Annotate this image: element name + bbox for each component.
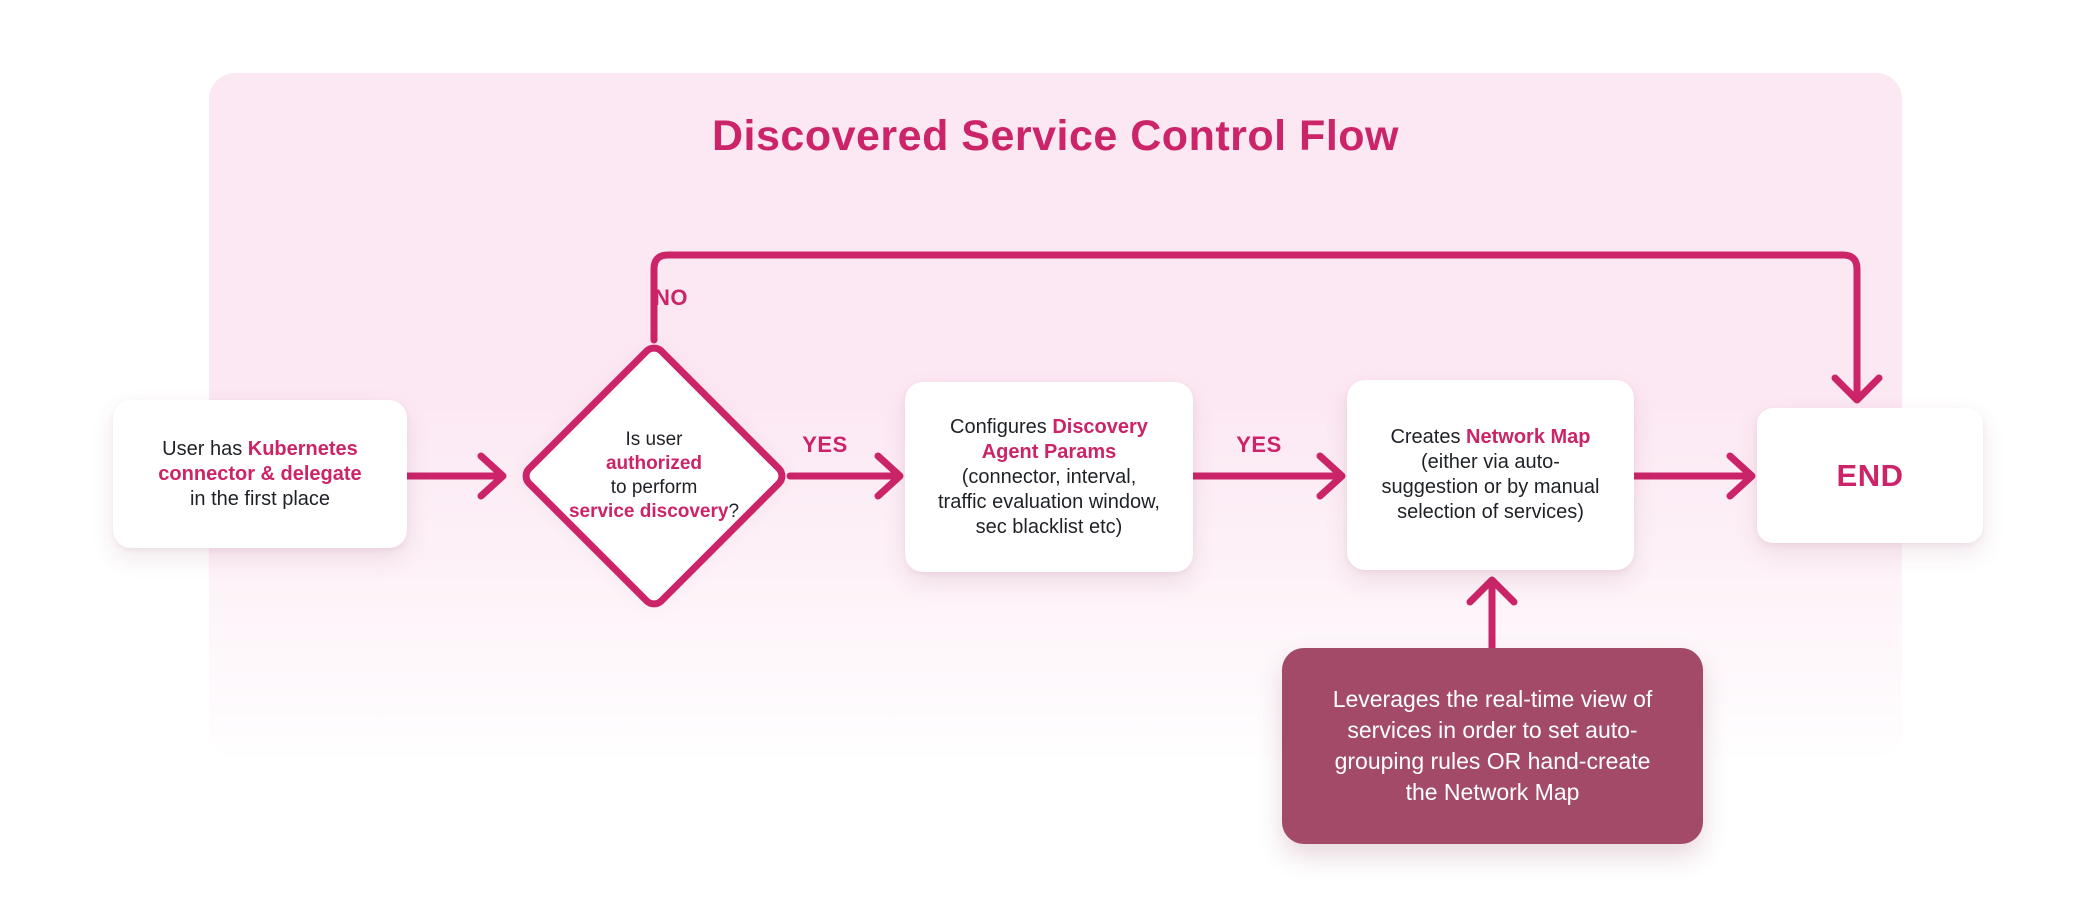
node-end: END — [1757, 408, 1983, 543]
node-create-network-map: Creates Network Map(either via auto-sugg… — [1347, 380, 1634, 570]
label-yes-1: YES — [802, 432, 848, 457]
arrow-no-loop-to-end — [650, 251, 1883, 404]
arrow-note-to-create — [1466, 576, 1518, 652]
arrow-start-to-decision — [403, 452, 507, 500]
arrow-decision-to-configure — [786, 452, 904, 500]
diagram-title: Discovered Service Control Flow — [712, 112, 1399, 160]
arrow-configure-to-create — [1189, 452, 1346, 500]
node-end-label: END — [1836, 458, 1904, 493]
label-yes-2: YES — [1236, 432, 1282, 457]
node-create-text: Creates Network Map(either via auto-sugg… — [1381, 426, 1600, 523]
label-no: NO — [654, 285, 688, 310]
arrow-create-to-end — [1630, 452, 1756, 500]
